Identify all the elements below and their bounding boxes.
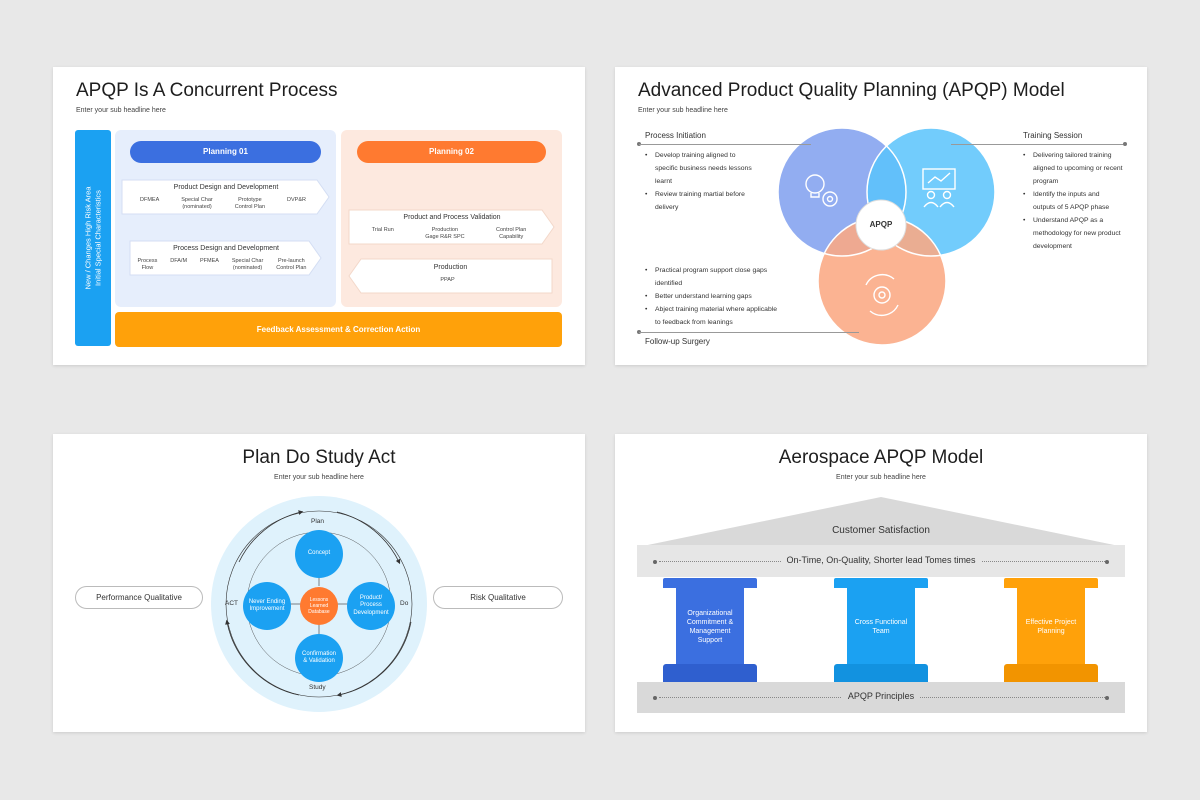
pillar-cross-functional-team: Cross Functional Team	[834, 578, 928, 682]
cycle-label-plan: Plan	[311, 518, 325, 525]
block-title: Production	[433, 264, 468, 271]
block-item: Pre-launch Control Plan	[276, 258, 307, 271]
connector-line	[639, 144, 811, 145]
training-session-bullets: Delivering tailored training aligned to …	[1023, 149, 1123, 253]
block-title: Product Design and Development	[173, 184, 279, 191]
beam-dot	[653, 560, 657, 564]
connector-dot	[1123, 142, 1127, 146]
node-concept: Concept	[295, 530, 343, 578]
bullet-item: Develop training aligned to specific bus…	[645, 149, 755, 188]
node-product-process-development: Product/ Process Development	[347, 582, 395, 630]
block-item: Special Char (nominated)	[231, 258, 264, 271]
arrow-act-plan	[238, 510, 304, 563]
block-item: Production Gage R&R SPC	[425, 227, 465, 240]
bullet-item: Abject training material where applicabl…	[645, 303, 780, 329]
bullet-item: Better understand learning gaps	[645, 290, 780, 303]
beam-dot	[1105, 560, 1109, 564]
validation-block: Product and Process Validation Trial Run…	[348, 209, 556, 245]
connector-line	[639, 332, 859, 333]
block-item: Trial Run	[371, 227, 394, 233]
slide-subtitle: Enter your sub headline here	[76, 107, 166, 114]
block-item: PFMEA	[199, 258, 219, 264]
connector-line	[951, 144, 1123, 145]
high-risk-side-bar: New / Changes High Risk Area Initial Spe…	[75, 130, 111, 346]
pillar-label: Effective Project Planning	[1025, 618, 1077, 635]
feedback-bar: Feedback Assessment & Correction Action	[115, 312, 562, 347]
block-item: Process Flow	[137, 258, 158, 271]
presentation-icon	[922, 168, 956, 208]
node-never-ending-improvement: Never Ending Improvement	[243, 582, 291, 630]
chevron-production	[348, 258, 553, 294]
block-item: DFMEA	[140, 197, 160, 203]
base-dot	[653, 696, 657, 700]
bullet-item: Identify the inputs and outputs of 5 APQ…	[1023, 188, 1123, 214]
slide-subtitle: Enter your sub headline here	[274, 474, 364, 481]
side-bar-label: New / Changes High Risk Area Initial Spe…	[83, 186, 102, 290]
slide-concurrent-process: APQP Is A Concurrent Process Enter your …	[53, 67, 585, 365]
production-block: Production PPAP	[348, 258, 553, 294]
base-label: APQP Principles	[637, 691, 1125, 701]
arrow-study-act	[225, 619, 300, 696]
bullet-item: Delivering tailored training aligned to …	[1023, 149, 1123, 188]
roof-triangle	[638, 497, 1124, 547]
training-session-label: Training Session	[1023, 131, 1083, 140]
chevron-product-design	[121, 179, 330, 215]
gear-cycle-icon	[865, 273, 899, 317]
node-confirmation-validation: Confirmation & Validation	[295, 634, 343, 682]
block-item: Prototype Control Plan	[234, 197, 266, 210]
apqp-center-label: APQP	[869, 220, 893, 229]
cycle-ring	[225, 510, 413, 698]
block-item: Control Plan Capability	[496, 227, 527, 240]
venn-diagram	[777, 127, 996, 346]
process-design-block: Process Design and Development Process F…	[129, 240, 323, 276]
slide-subtitle: Enter your sub headline here	[836, 474, 926, 481]
planning-01-pill: Planning 01	[130, 141, 321, 163]
slide-title: Aerospace APQP Model	[778, 447, 984, 468]
followup-label: Follow-up Surgery	[645, 337, 710, 346]
cycle-label-study: Study	[309, 684, 326, 691]
product-design-block: Product Design and Development DFMEA Spe…	[121, 179, 331, 215]
planning-02-pill: Planning 02	[357, 141, 546, 163]
bullet-item: Understand APQP as a methodology for new…	[1023, 214, 1123, 253]
slide-aerospace-apqp: Aerospace APQP Model Enter your sub head…	[615, 434, 1147, 732]
chevron-process-design	[129, 240, 322, 276]
apqp-center-circle	[855, 199, 907, 251]
slide-subtitle: Enter your sub headline here	[638, 107, 728, 114]
slide-title: APQP Is A Concurrent Process	[76, 80, 338, 101]
venn-circle-orange	[818, 217, 946, 345]
lightbulb-gear-icon	[805, 174, 838, 207]
arrow-plan-do	[336, 511, 401, 565]
slide-apqp-model: Advanced Product Quality Planning (APQP)…	[615, 67, 1147, 365]
slide-title: Plan Do Study Act	[242, 447, 396, 468]
block-item: DFA/M	[170, 258, 188, 264]
arrow-do-study	[336, 621, 412, 697]
chevron-validation	[348, 209, 555, 245]
process-initiation-label: Process Initiation	[645, 131, 706, 140]
cycle-label-do: Do	[400, 600, 409, 607]
performance-qualitative-pill: Performance Qualitative	[75, 586, 203, 609]
pillar-effective-project-planning: Effective Project Planning	[1004, 578, 1098, 682]
block-item: PPAP	[440, 277, 455, 283]
pillar-label: Cross Functional Team	[854, 618, 908, 635]
followup-bullets: Practical program support close gaps ide…	[645, 264, 780, 329]
beam-label-text: On-Time, On-Quality, Shorter lead Tomes …	[780, 555, 982, 565]
pillar-organizational-commitment: Organizational Commitment & Management S…	[663, 578, 757, 682]
block-item: Special Char (nominated)	[181, 197, 213, 210]
risk-qualitative-pill: Risk Qualitative	[433, 586, 563, 609]
slide-pdsa: Plan Do Study Act Enter your sub headlin…	[53, 434, 585, 732]
bullet-item: Practical program support close gaps ide…	[645, 264, 780, 290]
roof-label: Customer Satisfaction	[832, 525, 930, 536]
block-item: DVP&R	[287, 197, 306, 203]
cycle-label-act: ACT	[225, 600, 238, 607]
base-label-text: APQP Principles	[841, 691, 921, 701]
block-title: Process Design and Development	[173, 245, 279, 252]
node-lessons-learned-database: Lessons Learned Database	[300, 587, 338, 625]
bullet-item: Review training martial before delivery	[645, 188, 755, 214]
base-dot	[1105, 696, 1109, 700]
slide-title: Advanced Product Quality Planning (APQP)…	[638, 80, 1065, 101]
beam-label: On-Time, On-Quality, Shorter lead Tomes …	[637, 555, 1125, 565]
pillar-label: Organizational Commitment & Management S…	[686, 609, 734, 645]
block-title: Product and Process Validation	[403, 214, 501, 221]
process-initiation-bullets: Develop training aligned to specific bus…	[645, 149, 755, 214]
